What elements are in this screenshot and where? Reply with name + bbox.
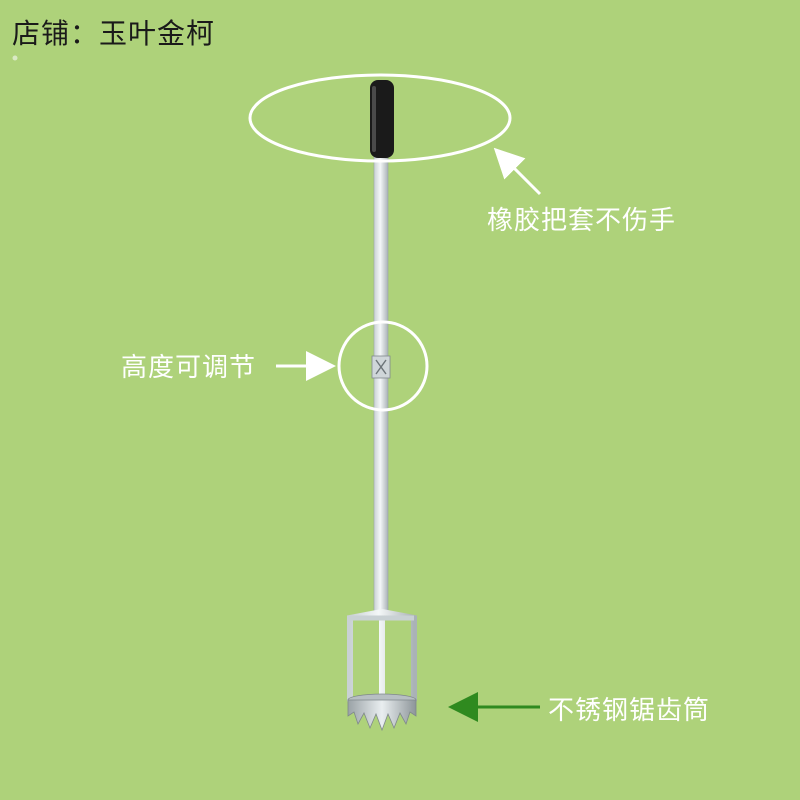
callout-grip-label: 橡胶把套不伤手 (487, 206, 677, 236)
callout-height-label: 高度可调节 (121, 353, 257, 383)
grip-arrow (493, 147, 542, 196)
shop-label: 店铺：玉叶金柯 (12, 17, 216, 50)
tool-pole (373, 149, 389, 621)
serrated-cylinder (347, 693, 417, 732)
callout-blade-label: 不锈钢锯齿筒 (548, 696, 711, 726)
joint-highlight-circle (337, 320, 429, 412)
grip-highlight-ellipse (248, 73, 512, 163)
fork-frame (347, 609, 417, 703)
corner-dot (12, 55, 18, 61)
